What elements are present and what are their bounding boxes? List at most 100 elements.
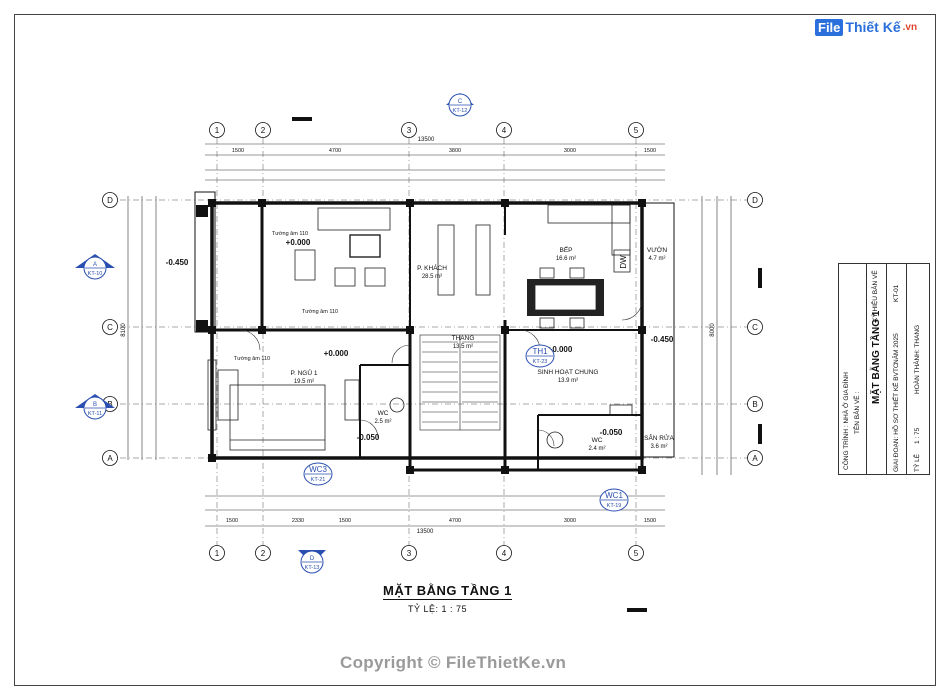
- level-mark: -0.450: [166, 258, 189, 267]
- dim-left-total: 8100: [121, 323, 127, 337]
- room-name: SINH HOẠT CHUNG: [538, 369, 599, 376]
- room-area: 2.4 m²: [588, 446, 605, 452]
- section-tag-C[interactable]: C KT-12: [446, 93, 474, 117]
- title-block-col-name: MẶT BẰNG TẦNG 1 KÝ HIỆU BẢN VẼ: [867, 264, 887, 474]
- section-letter: C: [458, 99, 463, 105]
- section-letter: D: [310, 556, 315, 562]
- copyright-watermark: Copyright © FileThietKe.vn: [340, 653, 567, 672]
- room-area: 19.5 m²: [294, 379, 314, 385]
- callout-sheet: KT-19: [607, 503, 622, 509]
- code-label: KÝ HIỆU BẢN VẼ: [872, 270, 879, 322]
- section-letter: A: [93, 262, 97, 268]
- grid-bubble-col-4: 44: [496, 122, 512, 561]
- grid-label-col: 5: [634, 549, 639, 558]
- scale-value: 1 : 75: [914, 427, 921, 444]
- section-letter: B: [93, 402, 97, 408]
- grid-label-row: A: [752, 454, 758, 463]
- grid-label-row: C: [107, 323, 113, 332]
- room-name: BẾP: [559, 244, 572, 254]
- room-name: P. KHÁCH: [417, 263, 447, 272]
- dim-top-segment: 1500: [644, 148, 656, 154]
- wall-note: Tường âm 110: [302, 309, 338, 315]
- dim-bottom-segment: 1500: [644, 518, 656, 524]
- grid-label-row: C: [752, 323, 758, 332]
- grid-label-col: 3: [407, 126, 412, 135]
- dim-top-segment: 1500: [232, 148, 244, 154]
- title-block: CÔNG TRÌNH : NHÀ Ở GIA ĐÌNH TÊN BẢN VẼ :…: [838, 263, 930, 475]
- grid-label-col: 4: [502, 549, 507, 558]
- level-mark: +0.000: [548, 345, 573, 354]
- grid-label-col: 4: [502, 126, 507, 135]
- dim-bottom-segment: 1500: [339, 518, 351, 524]
- fixture-label: DW: [619, 255, 628, 269]
- grid-bubble-col-1: 11: [209, 122, 225, 561]
- grid-bubble-col-5: 55: [628, 122, 644, 561]
- grid-label-col: 1: [215, 126, 220, 135]
- wall-note: Tường âm 110: [234, 356, 270, 362]
- wall-note: Tường âm 110: [272, 231, 308, 237]
- logo-text: Thiết Kế: [845, 19, 901, 35]
- grid-label-col: 5: [634, 126, 639, 135]
- drawing-title: MẶT BẰNG TẦNG 1: [383, 583, 512, 600]
- callout-sheet: KT-21: [311, 477, 326, 483]
- dim-top-segment: 4700: [329, 148, 341, 154]
- section-sheet: KT-12: [453, 108, 468, 114]
- room-area: 4.7 m²: [648, 256, 665, 262]
- section-sheet: KT-10: [88, 271, 103, 277]
- project-label: CÔNG TRÌNH : NHÀ Ở GIA ĐÌNH: [843, 372, 850, 470]
- section-tag-A[interactable]: A KT-10: [75, 254, 115, 280]
- section-tag-D[interactable]: DKT-13: [298, 550, 326, 574]
- callout-label: TH1: [532, 347, 548, 356]
- level-mark: -0.450: [651, 335, 674, 344]
- drawing-sheet-border: [14, 14, 936, 686]
- title-block-col-scale: TỶ LỆ 1 : 75 HOÀN THÀNH: THANG: [907, 264, 930, 474]
- grid-label-col: 2: [261, 549, 266, 558]
- grid-label-row: D: [752, 196, 758, 205]
- dim-bottom-segment: 3000: [564, 518, 576, 524]
- callout-sheet: KT-23: [533, 359, 548, 365]
- grid-bubble-col-3: 33: [401, 122, 417, 561]
- callout-label: WC3: [309, 465, 327, 474]
- scale-label: TỶ LỆ: [914, 453, 921, 472]
- dim-bottom-total: 13500: [417, 529, 434, 535]
- grid-bubble-col-2: 22: [255, 122, 271, 561]
- grid-label-row: B: [752, 400, 757, 409]
- dim-right-total: 8000: [710, 323, 716, 337]
- dim-bottom-segment: 4700: [449, 518, 461, 524]
- level-mark: +0.000: [286, 238, 311, 247]
- phase-label: GIAI ĐOẠN: HỒ SƠ THIẾT KẾ BVTC: [893, 363, 900, 472]
- grid-label-row: A: [107, 454, 113, 463]
- logo-suffix: .vn: [902, 21, 918, 33]
- grid-label-col: 2: [261, 126, 266, 135]
- grid-label-col: 1: [215, 549, 220, 558]
- title-block-col-phase: GIAI ĐOẠN: HỒ SƠ THIẾT KẾ BVTC NĂM 2025 …: [887, 264, 907, 474]
- section-tag-B[interactable]: B KT-11: [75, 394, 115, 420]
- logo-box: File: [815, 18, 844, 36]
- dim-top-segment: 3800: [449, 148, 461, 154]
- grid-label-col: 3: [407, 549, 412, 558]
- room-name: WC: [592, 437, 603, 444]
- level-mark: +0.000: [324, 349, 349, 358]
- level-mark: -0.050: [600, 428, 623, 437]
- drawing-scale: TỶ LỆ: 1 : 75: [408, 604, 468, 614]
- callout-label: WC1: [605, 491, 623, 500]
- room-name: THANG: [452, 335, 475, 342]
- room-area: 28.5 m²: [422, 274, 442, 280]
- designer-label: HOÀN THÀNH: THANG: [914, 324, 921, 394]
- sheet-code: KT-01: [893, 284, 900, 302]
- brand-logo[interactable]: File Thiết Kế .vn: [815, 16, 917, 38]
- section-sheet: KT-11: [88, 411, 102, 417]
- year-label: NĂM 2025: [893, 333, 900, 364]
- sheet-name-label: TÊN BẢN VẼ :: [854, 391, 861, 434]
- dim-bottom-segment: 1500: [226, 518, 238, 524]
- title-block-col-project: CÔNG TRÌNH : NHÀ Ở GIA ĐÌNH TÊN BẢN VẼ :: [839, 264, 867, 474]
- room-name: P. NGỦ 1: [291, 368, 318, 377]
- room-name: WC: [378, 410, 389, 417]
